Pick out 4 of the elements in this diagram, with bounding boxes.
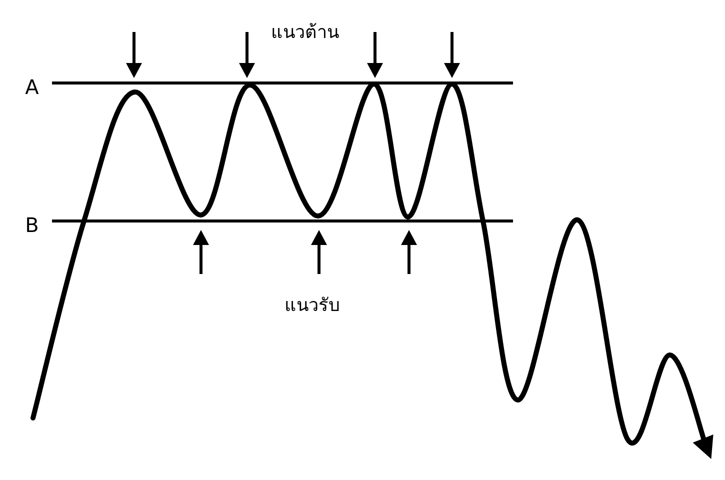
resistance-label: แนวต้าน — [271, 22, 339, 44]
support-label: แนวรับ — [284, 295, 340, 317]
line-label: B — [25, 213, 39, 237]
line-label: A — [25, 75, 39, 99]
